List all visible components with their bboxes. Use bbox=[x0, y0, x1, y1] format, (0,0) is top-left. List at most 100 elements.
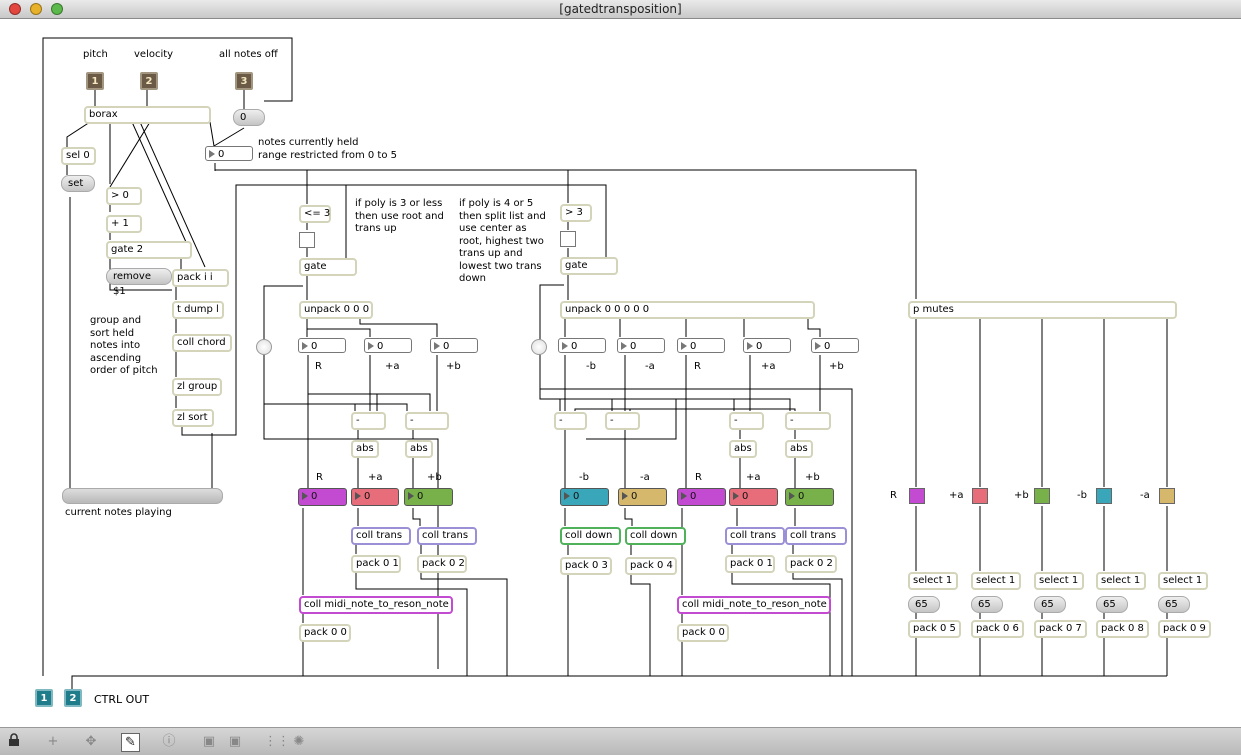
pack-0-5-object[interactable]: pack 0 5 bbox=[908, 620, 961, 638]
abs-object[interactable]: abs bbox=[785, 440, 813, 458]
number-pb-colored[interactable]: 0 bbox=[404, 488, 453, 506]
presentation-icon[interactable]: ✎ bbox=[121, 733, 140, 752]
set-message[interactable]: set bbox=[61, 175, 95, 192]
message-65[interactable]: 65 bbox=[971, 596, 1003, 613]
number-pa-colored[interactable]: 0 bbox=[729, 488, 778, 506]
inlet-pitch[interactable]: 1 bbox=[86, 72, 104, 90]
mute-swatch-mb[interactable] bbox=[1096, 488, 1112, 504]
message-65[interactable]: 65 bbox=[908, 596, 940, 613]
coll-trans-object[interactable]: coll trans bbox=[351, 527, 411, 545]
bring-front-icon[interactable]: ▣ bbox=[228, 734, 242, 749]
inlet-all-notes-off[interactable]: 3 bbox=[235, 72, 253, 90]
gate-b-object[interactable]: gate bbox=[560, 257, 618, 275]
minimize-button[interactable] bbox=[30, 3, 42, 15]
notes-held-number[interactable]: 0 bbox=[205, 146, 253, 161]
pack-0-2-object[interactable]: pack 0 2 bbox=[785, 555, 837, 573]
pack-i-i-object[interactable]: pack i i bbox=[172, 269, 229, 287]
coll-down-object[interactable]: coll down bbox=[560, 527, 621, 545]
coll-trans-object[interactable]: coll trans bbox=[725, 527, 785, 545]
number-R-colored[interactable]: 0 bbox=[677, 488, 726, 506]
bang-a-button[interactable] bbox=[256, 339, 272, 355]
coll-trans-object[interactable]: coll trans bbox=[785, 527, 847, 545]
toggle-b[interactable] bbox=[560, 231, 576, 247]
move-icon[interactable]: ✥ bbox=[85, 734, 97, 749]
number-ma-b[interactable]: 0 bbox=[617, 338, 665, 353]
pack-0-0-object[interactable]: pack 0 0 bbox=[677, 624, 729, 642]
message-65[interactable]: 65 bbox=[1158, 596, 1190, 613]
gate-2-object[interactable]: gate 2 bbox=[106, 241, 192, 259]
gate-a-object[interactable]: gate bbox=[299, 258, 357, 276]
select-1-object[interactable]: select 1 bbox=[971, 572, 1021, 590]
plus-one-object[interactable]: + 1 bbox=[106, 215, 142, 233]
pack-0-0-object[interactable]: pack 0 0 bbox=[299, 624, 351, 642]
number-mb-colored[interactable]: 0 bbox=[560, 488, 609, 506]
pack-0-9-object[interactable]: pack 0 9 bbox=[1158, 620, 1211, 638]
mute-swatch-pa[interactable] bbox=[972, 488, 988, 504]
minus-object[interactable]: - bbox=[785, 412, 831, 430]
number-pb-b[interactable]: 0 bbox=[811, 338, 859, 353]
select-1-object[interactable]: select 1 bbox=[1096, 572, 1146, 590]
pack-0-2-object[interactable]: pack 0 2 bbox=[417, 555, 467, 573]
pack-0-1-object[interactable]: pack 0 1 bbox=[725, 555, 775, 573]
zl-group-object[interactable]: zl group bbox=[172, 378, 222, 396]
info-icon[interactable]: ⓘ bbox=[162, 734, 176, 749]
inlet-velocity[interactable]: 2 bbox=[140, 72, 158, 90]
minus-object[interactable]: - bbox=[605, 412, 640, 430]
select-1-object[interactable]: select 1 bbox=[1158, 572, 1208, 590]
less-equal-3-object[interactable]: <= 3 bbox=[299, 205, 331, 223]
minus-object[interactable]: - bbox=[351, 412, 386, 430]
coll-midi-note-object[interactable]: coll midi_note_to_reson_note bbox=[299, 596, 453, 614]
number-pb-a[interactable]: 0 bbox=[430, 338, 478, 353]
mute-swatch-ma[interactable] bbox=[1159, 488, 1175, 504]
pack-0-1-object[interactable]: pack 0 1 bbox=[351, 555, 401, 573]
mute-swatch-pb[interactable] bbox=[1034, 488, 1050, 504]
number-pa-b[interactable]: 0 bbox=[743, 338, 791, 353]
number-pb-colored[interactable]: 0 bbox=[785, 488, 834, 506]
add-icon[interactable]: + bbox=[47, 734, 59, 749]
coll-trans-object[interactable]: coll trans bbox=[417, 527, 477, 545]
snap-icon[interactable]: ✺ bbox=[293, 734, 305, 749]
abs-object[interactable]: abs bbox=[729, 440, 757, 458]
coll-chord-object[interactable]: coll chord bbox=[172, 334, 232, 352]
coll-down-object[interactable]: coll down bbox=[625, 527, 686, 545]
pack-0-8-object[interactable]: pack 0 8 bbox=[1096, 620, 1149, 638]
patcher-canvas[interactable]: pitch velocity all notes off 1 2 3 borax… bbox=[0, 19, 1241, 727]
message-zero[interactable]: 0 bbox=[233, 109, 265, 126]
select-1-object[interactable]: select 1 bbox=[908, 572, 958, 590]
pack-0-4-object[interactable]: pack 0 4 bbox=[625, 557, 677, 575]
coll-midi-note-object[interactable]: coll midi_note_to_reson_note bbox=[677, 596, 831, 614]
zoom-button[interactable] bbox=[51, 3, 63, 15]
p-mutes-object[interactable]: p mutes bbox=[908, 301, 1177, 319]
close-button[interactable] bbox=[9, 3, 21, 15]
number-pa-colored[interactable]: 0 bbox=[351, 488, 399, 506]
outlet-2[interactable]: 2 bbox=[64, 689, 82, 707]
number-pa-a[interactable]: 0 bbox=[364, 338, 412, 353]
remove-message[interactable]: remove $1 bbox=[106, 268, 172, 297]
minus-object[interactable]: - bbox=[554, 412, 587, 430]
minus-object[interactable]: - bbox=[729, 412, 764, 430]
align-icon[interactable]: ▣ bbox=[202, 734, 216, 749]
borax-object[interactable]: borax bbox=[84, 106, 211, 124]
outlet-1[interactable]: 1 bbox=[35, 689, 53, 707]
number-ma-colored[interactable]: 0 bbox=[618, 488, 667, 506]
t-dump-l-object[interactable]: t dump l bbox=[172, 301, 224, 319]
select-1-object[interactable]: select 1 bbox=[1034, 572, 1084, 590]
unpack-5-object[interactable]: unpack 0 0 0 0 0 bbox=[560, 301, 815, 319]
bang-b-button[interactable] bbox=[531, 339, 547, 355]
message-65[interactable]: 65 bbox=[1096, 596, 1128, 613]
unpack-3-object[interactable]: unpack 0 0 0 bbox=[299, 301, 373, 319]
pack-0-3-object[interactable]: pack 0 3 bbox=[560, 557, 612, 575]
greater-than-zero-object[interactable]: > 0 bbox=[106, 187, 142, 205]
message-65[interactable]: 65 bbox=[1034, 596, 1066, 613]
pack-0-7-object[interactable]: pack 0 7 bbox=[1034, 620, 1087, 638]
number-R-colored[interactable]: 0 bbox=[298, 488, 347, 506]
greater-than-3-object[interactable]: > 3 bbox=[560, 204, 592, 222]
number-R-b[interactable]: 0 bbox=[677, 338, 725, 353]
zl-sort-object[interactable]: zl sort bbox=[172, 409, 214, 427]
mute-swatch-R[interactable] bbox=[909, 488, 925, 504]
sel-0-object[interactable]: sel 0 bbox=[61, 147, 96, 165]
grid-icon[interactable]: ⋮⋮ bbox=[264, 734, 290, 749]
pack-0-6-object[interactable]: pack 0 6 bbox=[971, 620, 1024, 638]
current-notes-slider[interactable] bbox=[62, 488, 223, 504]
number-mb-b[interactable]: 0 bbox=[558, 338, 606, 353]
